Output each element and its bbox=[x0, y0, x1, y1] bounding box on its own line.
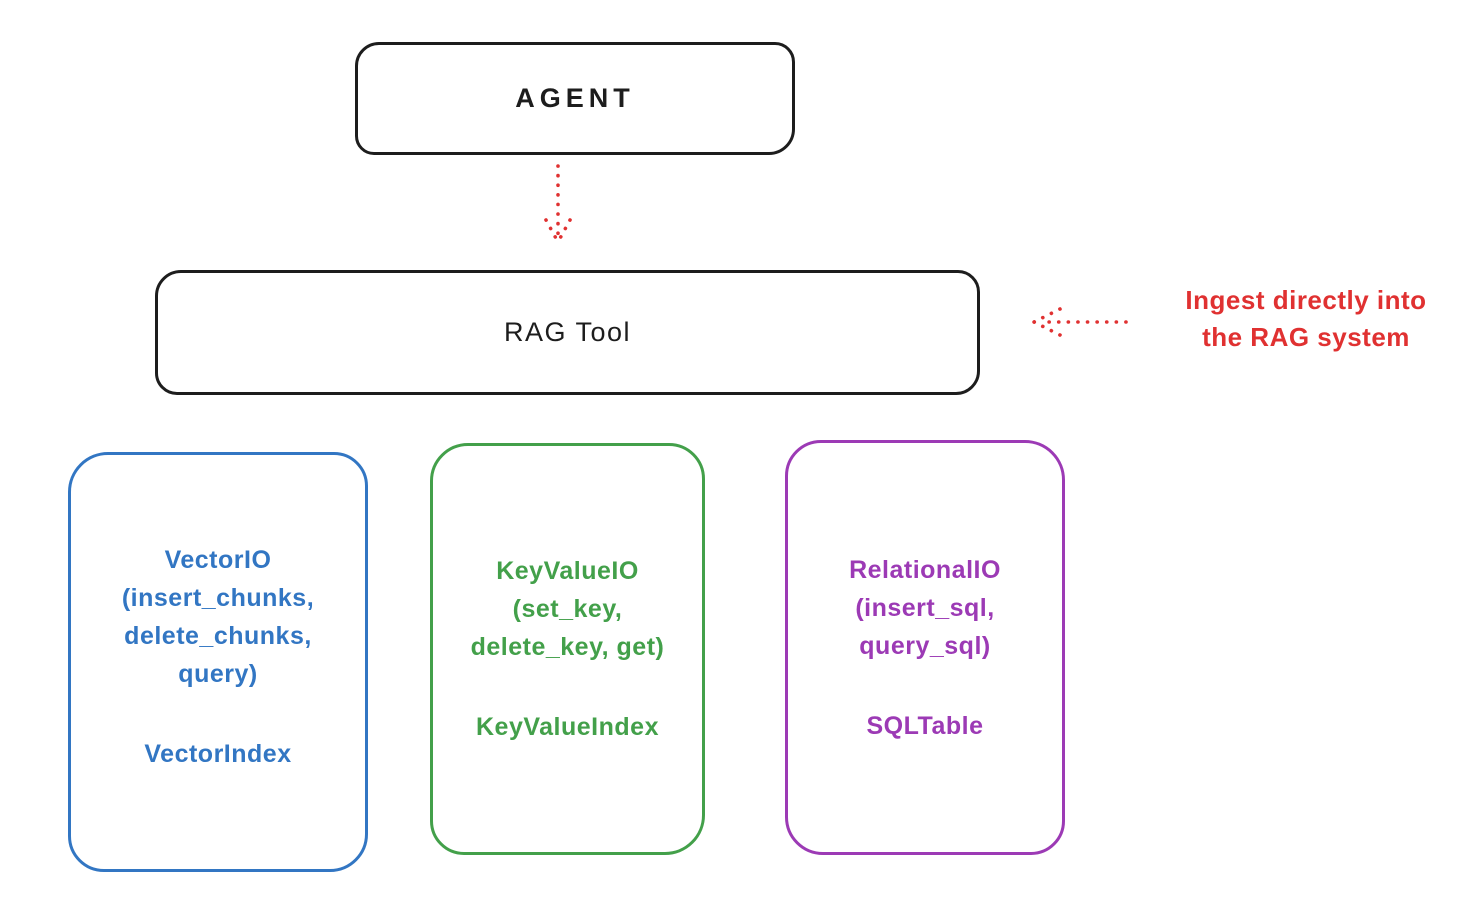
ingest-into-ragtool-arrow bbox=[1032, 307, 1128, 337]
module-keyvalue-io-line: (set_key, bbox=[512, 595, 623, 623]
module-vector-io-line: delete_chunks, bbox=[124, 622, 312, 650]
module-vector-io-line: (insert_chunks, bbox=[121, 584, 315, 612]
module-vector-io-line: query) bbox=[178, 660, 258, 688]
rag-tool-node: RAG Tool bbox=[155, 270, 980, 395]
agent-node-label: AGENT bbox=[515, 83, 635, 113]
ingest-annotation-line1: Ingest directly into bbox=[1185, 285, 1427, 315]
module-relational-io: RelationalIO (insert_sql, query_sql) SQL… bbox=[785, 440, 1065, 855]
module-relational-io-line: query_sql) bbox=[859, 632, 991, 660]
module-relational-io-line: (insert_sql, bbox=[855, 594, 995, 622]
module-relational-io-index: SQLTable bbox=[866, 712, 984, 740]
agent-node: AGENT bbox=[355, 42, 795, 155]
module-keyvalue-io-title: KeyValueIO bbox=[496, 557, 639, 585]
module-vector-io-index: VectorIndex bbox=[144, 740, 292, 768]
module-keyvalue-io-line: delete_key, get) bbox=[470, 633, 665, 661]
ingest-annotation-line2: the RAG system bbox=[1202, 322, 1410, 352]
module-keyvalue-io: KeyValueIO (set_key, delete_key, get) Ke… bbox=[430, 443, 705, 855]
module-vector-io-title: VectorIO bbox=[164, 546, 272, 574]
module-vector-io: VectorIO (insert_chunks, delete_chunks, … bbox=[68, 452, 368, 872]
ingest-annotation: Ingest directly into the RAG system bbox=[1138, 282, 1474, 356]
agent-to-ragtool-arrow bbox=[544, 164, 572, 244]
rag-tool-node-label: RAG Tool bbox=[503, 317, 632, 347]
module-relational-io-title: RelationalIO bbox=[849, 556, 1001, 584]
module-keyvalue-io-index: KeyValueIndex bbox=[476, 713, 659, 741]
